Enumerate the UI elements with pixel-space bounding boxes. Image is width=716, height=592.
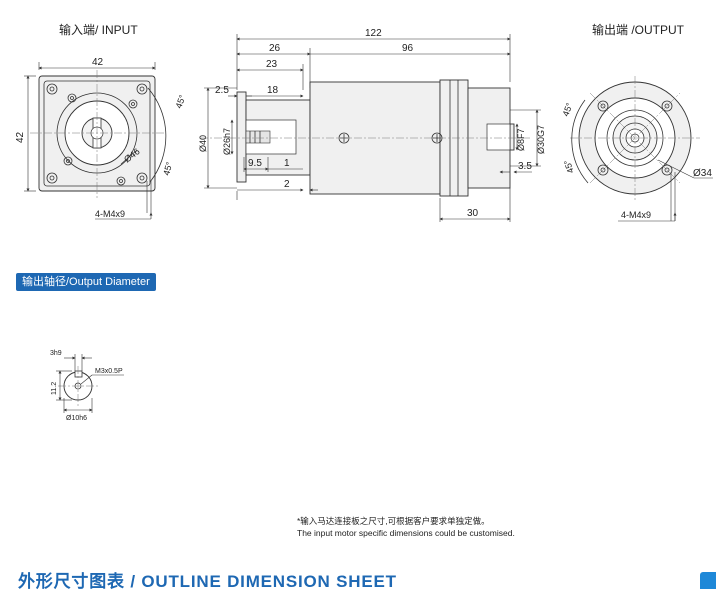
input-angle-top: 45° xyxy=(173,93,187,110)
input-holes-label: 4-M4x9 xyxy=(95,209,125,219)
dim-3-5: 3.5 xyxy=(518,161,532,172)
corner-tab[interactable] xyxy=(700,572,716,589)
dim-30: 30 xyxy=(467,208,479,219)
output-angle-top: 45° xyxy=(560,101,574,118)
dimension-drawing: 输入端/ INPUT 输出端 /OUTPUT 42 42 xyxy=(15,22,713,422)
dim-9-5: 9.5 xyxy=(248,158,262,169)
dim-23: 23 xyxy=(266,59,278,70)
output-diameter-detail: 3h9 11.2 M3x0.5P Ø10h6 xyxy=(50,350,124,422)
note-cn: *输入马达连接板之尺寸,可根据客户要求单独定做。 xyxy=(297,516,490,526)
dim-dia8: Ø8F7 xyxy=(516,128,526,151)
output-header: 输出端 /OUTPUT xyxy=(592,22,685,37)
input-end-view: 42 42 45° 45° Ø46 xyxy=(15,57,188,220)
input-width-label: 42 xyxy=(92,57,104,68)
sheet-title: 外形尺寸图表 / OUTLINE DIMENSION SHEET xyxy=(18,572,397,591)
dim-dia30: Ø30G7 xyxy=(536,125,546,154)
shaft-height-label: 11.2 xyxy=(51,382,58,395)
output-angle-bottom: 45° xyxy=(562,158,576,175)
input-header: 输入端/ INPUT xyxy=(59,22,138,37)
dim-2-5: 2.5 xyxy=(215,85,229,96)
custom-note: *输入马达连接板之尺寸,可根据客户要求单独定做。 The input motor… xyxy=(297,515,515,539)
output-dia34: Ø34 xyxy=(693,168,712,179)
shaft-dia-label: Ø10h6 xyxy=(66,415,87,422)
key-width-label: 3h9 xyxy=(50,350,62,357)
thread-label: M3x0.5P xyxy=(95,368,123,375)
dim-total: 122 xyxy=(365,28,382,39)
dim-18: 18 xyxy=(267,85,279,96)
dim-dia26: Ø26h7 xyxy=(222,128,232,155)
input-height-label: 42 xyxy=(15,131,26,143)
side-view: 122 26 96 23 18 2.5 xyxy=(198,28,546,222)
output-end-view: 45° 45° Ø34 4-M4x9 xyxy=(560,76,713,222)
output-holes-label: 4-M4x9 xyxy=(621,210,651,220)
input-angle-bottom: 45° xyxy=(161,160,174,176)
dim-26: 26 xyxy=(269,43,281,54)
output-diameter-badge: 输出轴径/Output Diameter xyxy=(16,273,156,291)
dim-96: 96 xyxy=(402,43,414,54)
note-en: The input motor specific dimensions coul… xyxy=(297,528,515,538)
dim-1: 1 xyxy=(284,158,290,169)
dim-dia40: Ø40 xyxy=(198,135,208,152)
dim-2: 2 xyxy=(284,179,290,190)
